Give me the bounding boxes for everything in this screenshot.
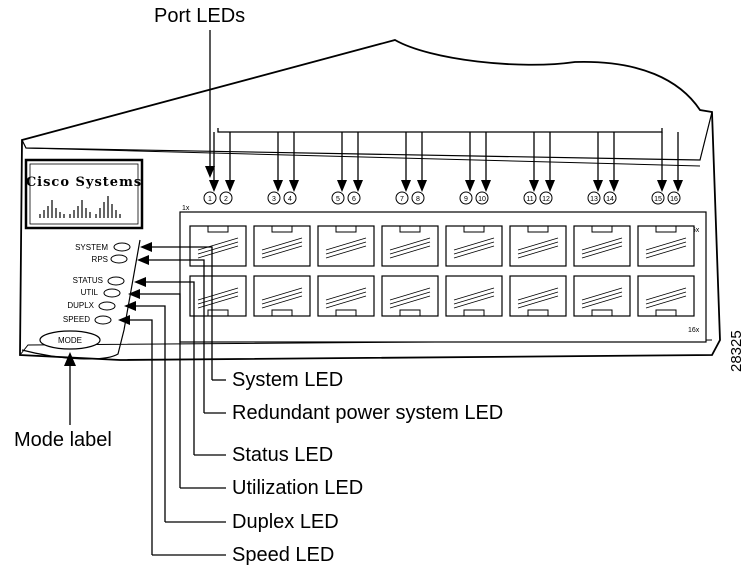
led-label-system: SYSTEM — [75, 243, 108, 252]
port-leds-callout: Port LEDs — [154, 6, 245, 26]
led-label-rps: RPS — [92, 255, 108, 264]
ethernet-port — [382, 226, 438, 266]
port-led-number: 16 — [670, 196, 678, 203]
utilization-led-callout: Utilization LED — [232, 478, 363, 498]
led-label-util: UTIL — [81, 288, 99, 297]
port-row-label-1x: 1x — [182, 205, 190, 212]
ethernet-port — [574, 276, 630, 316]
port-led-number: 8 — [416, 196, 420, 203]
port-led-number: 13 — [590, 196, 598, 203]
rps-led-callout: Redundant power system LED — [232, 403, 503, 423]
rps-led — [111, 255, 127, 263]
ethernet-port — [254, 226, 310, 266]
duplex-led — [99, 302, 115, 310]
port-led-number: 3 — [272, 196, 276, 203]
ethernet-port — [446, 276, 502, 316]
port-led-number: 9 — [464, 196, 468, 203]
port-led-number: 11 — [526, 196, 533, 203]
ethernet-port — [638, 276, 694, 316]
ethernet-port — [382, 276, 438, 316]
port-led-number: 7 — [400, 196, 404, 203]
led-label-status: STATUS — [73, 276, 103, 285]
led-label-duplex: DUPLX — [67, 301, 94, 310]
ethernet-port — [574, 226, 630, 266]
ethernet-port — [318, 276, 374, 316]
ethernet-port — [190, 276, 246, 316]
brand-logo-text: Cisco Systems — [26, 175, 142, 190]
system-led — [114, 243, 130, 251]
status-led — [108, 277, 124, 285]
port-led-number: 12 — [542, 196, 550, 203]
system-led-callout: System LED — [232, 370, 343, 390]
util-led — [104, 289, 120, 297]
port-led-number: 6 — [352, 196, 356, 203]
speed-led-callout: Speed LED — [232, 545, 334, 565]
port-row-label-16x: 16x — [688, 327, 700, 334]
port-led-number: 5 — [336, 196, 340, 203]
port-led-number: 1 — [208, 196, 212, 203]
ethernet-port — [510, 226, 566, 266]
ethernet-port — [510, 276, 566, 316]
speed-led — [95, 316, 111, 324]
port-led-number: 10 — [478, 196, 486, 203]
ethernet-port — [638, 226, 694, 266]
status-led-callout: Status LED — [232, 445, 333, 465]
ethernet-port — [318, 226, 374, 266]
figure-number: 28325 — [728, 330, 745, 372]
port-led-number: 15 — [654, 196, 662, 203]
mode-button-label: MODE — [58, 336, 82, 345]
duplex-led-callout: Duplex LED — [232, 512, 339, 532]
mode-label-callout: Mode label — [14, 430, 112, 450]
led-label-speed: SPEED — [63, 315, 90, 324]
port-led-number: 4 — [288, 196, 292, 203]
port-led-number: 14 — [606, 196, 614, 203]
ethernet-port — [446, 226, 502, 266]
port-led-number: 2 — [224, 196, 228, 203]
ethernet-port — [254, 276, 310, 316]
